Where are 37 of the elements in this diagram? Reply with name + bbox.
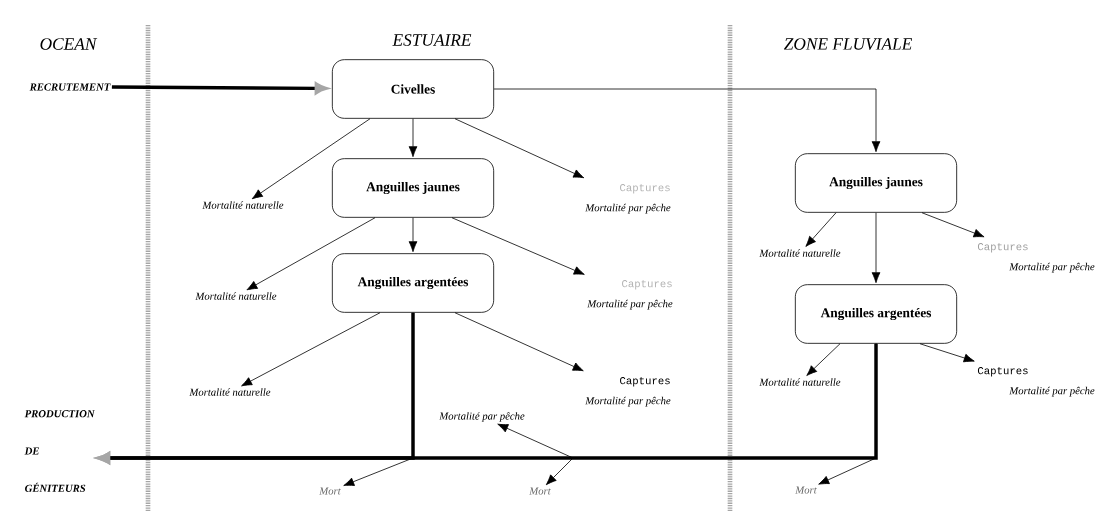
arrow [408,217,418,253]
stage-box: Civelles [331,59,495,119]
zone-heading: ZONE FLUVIALE [783,38,912,50]
stage-box: Anguilles argentées [331,253,495,313]
arrow [451,217,585,275]
death-label: Mort [795,486,817,494]
stage-box: Anguilles argentées [794,284,958,344]
arrow [251,118,371,200]
flow-label: RECRUTEMENT [29,83,111,91]
catch-label: Captures Mortalité par pêche [585,184,671,214]
mortality-label: Mortalité naturelle [759,378,841,386]
arrow [805,212,837,247]
catch-label: Captures Mortalité par pêche [585,377,671,407]
arrow [454,312,584,372]
flow-label: PRODUCTION DE GÉNITEURS [24,410,95,492]
mortality-label: Mortalité naturelle [759,249,841,257]
death-label: Mort [319,487,341,495]
mortality-label: Mortalité naturelle [189,388,271,396]
zone-heading: OCEAN [40,38,98,50]
arrow [806,343,841,376]
arrow [408,118,418,158]
catch-label: Captures Mortalité par pêche [977,367,1095,397]
arrow [493,88,881,153]
death-label: Mort [529,487,551,495]
mortality-label: Mortalité par pêche [439,412,525,422]
arrow [241,312,381,387]
catch-label: Captures Mortalité par pêche [587,280,673,310]
stage-box: Anguilles jaunes [794,153,958,213]
mortality-label: Mortalité naturelle [195,292,277,300]
catch-label: Captures Mortalité par pêche [977,243,1095,273]
arrow [919,343,975,363]
arrow [454,118,585,179]
arrow [246,217,376,291]
stage-box: Anguilles jaunes [331,158,495,218]
arrow [921,212,985,238]
arrow [871,212,881,284]
mortality-label: Mortalité naturelle [202,201,284,209]
